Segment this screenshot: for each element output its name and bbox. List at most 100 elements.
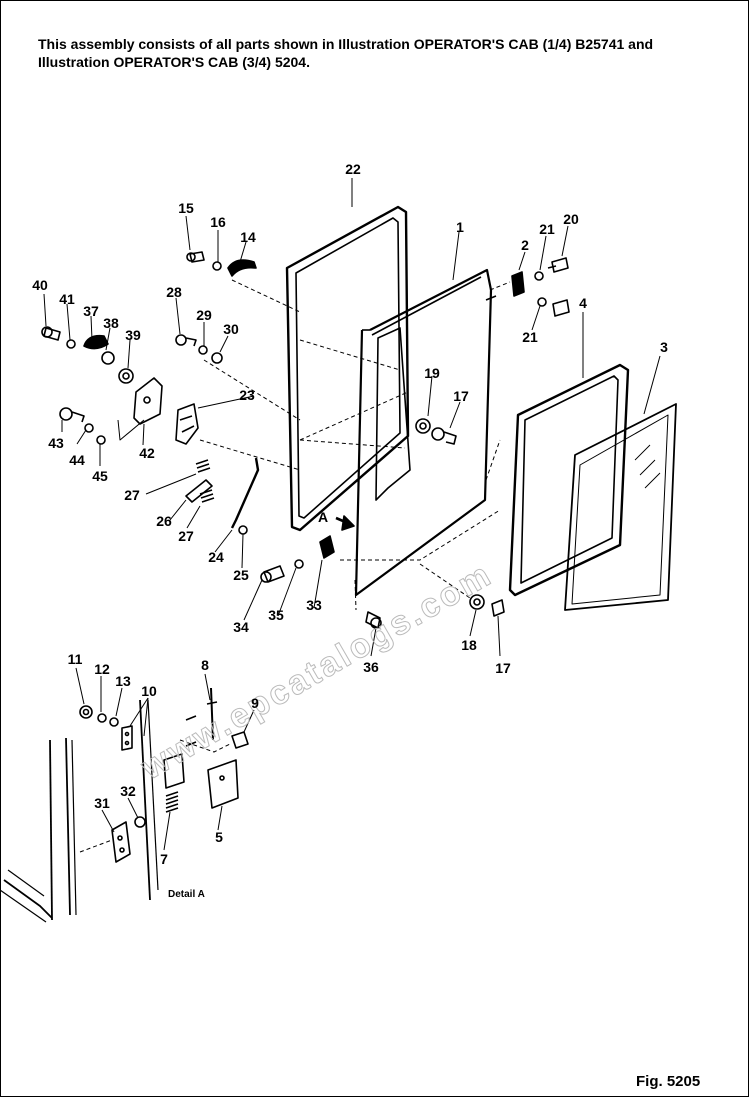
part-13-washer: [109, 717, 119, 727]
callout-16: 16: [210, 214, 226, 230]
part-37-latch-lever: [83, 334, 109, 350]
part-latch-body: [163, 715, 197, 789]
part-9-cap: [231, 731, 249, 749]
part-8-pin: [206, 687, 218, 741]
callout-23: 23: [239, 387, 255, 403]
callout-42: 42: [139, 445, 155, 461]
part-17-stopper-lower: [491, 599, 505, 617]
callout-10: 10: [141, 683, 157, 699]
part-30-nut: [211, 352, 223, 364]
callout-18: 18: [461, 637, 477, 653]
callout-28: 28: [166, 284, 182, 300]
callout-19: 19: [424, 365, 440, 381]
part-10-plate: [121, 725, 133, 751]
callout-21-lower: 21: [522, 329, 538, 345]
part-38-washer: [101, 351, 115, 365]
part-17-stopper-upper: [431, 427, 457, 445]
callout-34: 34: [233, 619, 249, 635]
assembly-note: This assembly consists of all parts show…: [38, 36, 654, 70]
part-45-washer: [96, 435, 106, 445]
callout-35: 35: [268, 607, 284, 623]
view-a-arrow: [335, 515, 355, 531]
part-41-washer: [66, 339, 76, 349]
part-29-washer: [198, 345, 208, 355]
callout-17-upper: 17: [453, 388, 469, 404]
part-1-door-frame: [354, 268, 497, 597]
part-32-screw: [134, 816, 146, 828]
callout-27-lower: 27: [178, 528, 194, 544]
part-20-bolt: [547, 257, 569, 273]
part-23-door-latch: [175, 403, 199, 445]
callout-8: 8: [201, 657, 209, 673]
callout-30: 30: [223, 321, 239, 337]
part-22-seal-frame: [285, 205, 410, 532]
callout-22: 22: [345, 161, 361, 177]
part-2-bracket: [511, 271, 525, 297]
callout-13: 13: [115, 673, 131, 689]
part-27-spring-lower: [199, 489, 215, 503]
part-39-bushing: [118, 368, 134, 384]
callout-39: 39: [125, 327, 141, 343]
callout-41: 41: [59, 291, 75, 307]
part-4-glass-seal: [508, 363, 630, 597]
callout-11: 11: [68, 651, 83, 667]
callout-5: 5: [215, 829, 223, 845]
part-5-bracket: [207, 759, 239, 809]
callout-25: 25: [233, 567, 249, 583]
callout-38: 38: [103, 315, 119, 331]
callout-45: 45: [92, 468, 108, 484]
part-34-bolt: [260, 565, 285, 583]
part-11-nut: [79, 705, 93, 719]
part-28-screw: [175, 334, 197, 347]
part-24-rod: [230, 457, 260, 529]
callout-1: 1: [456, 219, 464, 235]
callout-37: 37: [83, 303, 99, 319]
callout-15: 15: [178, 200, 194, 216]
callout-27-upper: 27: [124, 487, 140, 503]
part-18-bushing: [469, 594, 485, 610]
callout-17-lower: 17: [495, 660, 511, 676]
part-31-striker: [111, 821, 131, 863]
detail-a-label: Detail A: [168, 889, 205, 900]
part-14-handle: [227, 259, 257, 277]
part-43-bolt: [59, 407, 85, 423]
part-16-washer: [212, 261, 222, 271]
part-25-clip: [238, 525, 248, 535]
callout-40: 40: [32, 277, 48, 293]
detail-leader-lines: [75, 667, 255, 853]
callout-labels: 1 2 3 4 5 7 8 9 10 11 12 13 14 15 16 17 …: [32, 161, 668, 867]
callout-36: 36: [363, 659, 379, 675]
callout-44: 44: [69, 452, 85, 468]
part-3-window-glass: [564, 403, 677, 611]
callout-3: 3: [660, 339, 668, 355]
callout-33: 33: [306, 597, 322, 613]
part-42-latch-plate: [133, 377, 163, 425]
callout-26: 26: [156, 513, 172, 529]
callout-32: 32: [120, 783, 136, 799]
part-21-washer-upper: [534, 271, 544, 281]
part-40-bolt: [41, 326, 61, 341]
part-44-washer: [84, 423, 94, 433]
callout-2: 2: [521, 237, 529, 253]
part-35-washer: [294, 559, 304, 569]
callout-4: 4: [579, 295, 587, 311]
callout-43: 43: [48, 435, 64, 451]
callout-14: 14: [240, 229, 256, 245]
view-marker-label: A: [318, 509, 328, 525]
callout-7: 7: [160, 851, 168, 867]
callout-20: 20: [563, 211, 579, 227]
detail-a-view: [0, 699, 159, 923]
callout-12: 12: [94, 661, 110, 677]
part-27-spring-upper: [195, 459, 211, 473]
part-26-link: [185, 479, 213, 503]
callout-29: 29: [196, 307, 212, 323]
callout-21-upper: 21: [539, 221, 555, 237]
part-7-spring: [165, 791, 179, 813]
part-12-washer: [97, 713, 107, 723]
figure-label: Fig. 5205: [636, 1073, 701, 1090]
callout-9: 9: [251, 695, 259, 711]
callout-24: 24: [208, 549, 224, 565]
part-bolt-lower-right: [552, 299, 570, 317]
part-19-bushing: [415, 418, 431, 434]
